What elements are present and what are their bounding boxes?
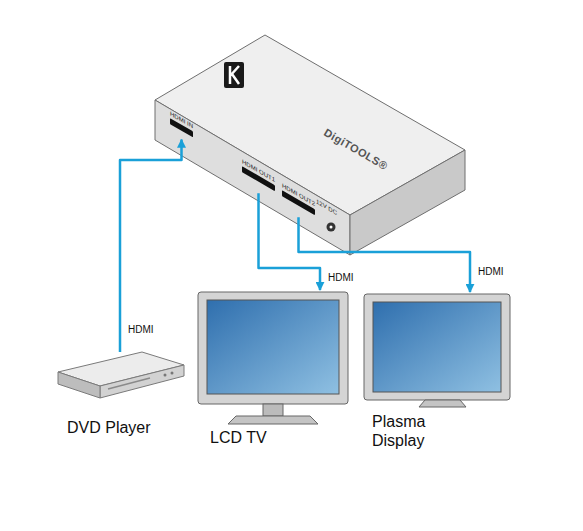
splitter-unit: DigiTOOLS® HDMI IN HDMI OUT1HDMI OUT2 (150, 30, 470, 260)
dvd-button (171, 372, 174, 375)
label-holder: HDMI (326, 272, 356, 284)
dvd-button (164, 374, 167, 377)
brand-logo (224, 62, 244, 88)
av-device: Plasma Display (362, 292, 512, 450)
lcd-screen (207, 300, 339, 394)
label-holder: HDMI (476, 266, 506, 278)
cable-label: HDMI (476, 266, 506, 278)
brand-logo-mark (230, 66, 239, 84)
av-device: LCD TV (195, 290, 350, 447)
plasma-frame (364, 294, 510, 400)
av-device: DVD Player (55, 352, 185, 437)
hdmi-port: HDMI IN (168, 108, 195, 140)
lcd-neck (263, 404, 283, 416)
dvd-tray (108, 378, 150, 389)
cable-label: HDMI (326, 272, 356, 284)
hdmi-port: HDMI OUT2 (280, 180, 317, 217)
device-label: Plasma Display (372, 412, 452, 450)
plasma-drawing (364, 294, 510, 407)
device-label: DVD Player (67, 418, 185, 437)
dvd-player-drawing (58, 352, 184, 398)
dvd-side (58, 372, 100, 398)
device-label: LCD TV (210, 428, 340, 447)
dvd-front (100, 365, 184, 398)
splitter-housing (155, 35, 465, 255)
plasma-foot (419, 400, 466, 407)
unit-brand: DigiTOOLS® (322, 126, 390, 172)
housing-front (155, 100, 350, 255)
power-jack (327, 223, 336, 232)
housing-side (350, 150, 465, 255)
power-jack-pin (330, 226, 333, 229)
hdmi-cable (299, 217, 471, 292)
lcd-tv-drawing (198, 292, 348, 424)
hdmi-cable (120, 140, 182, 352)
plasma-screen (373, 302, 501, 392)
hdmi-port: HDMI OUT1 (240, 156, 277, 193)
label-holder: HDMI (126, 324, 156, 336)
lcd-base (228, 416, 318, 424)
lcd-frame (198, 292, 348, 404)
cable-label: HDMI (126, 324, 156, 336)
